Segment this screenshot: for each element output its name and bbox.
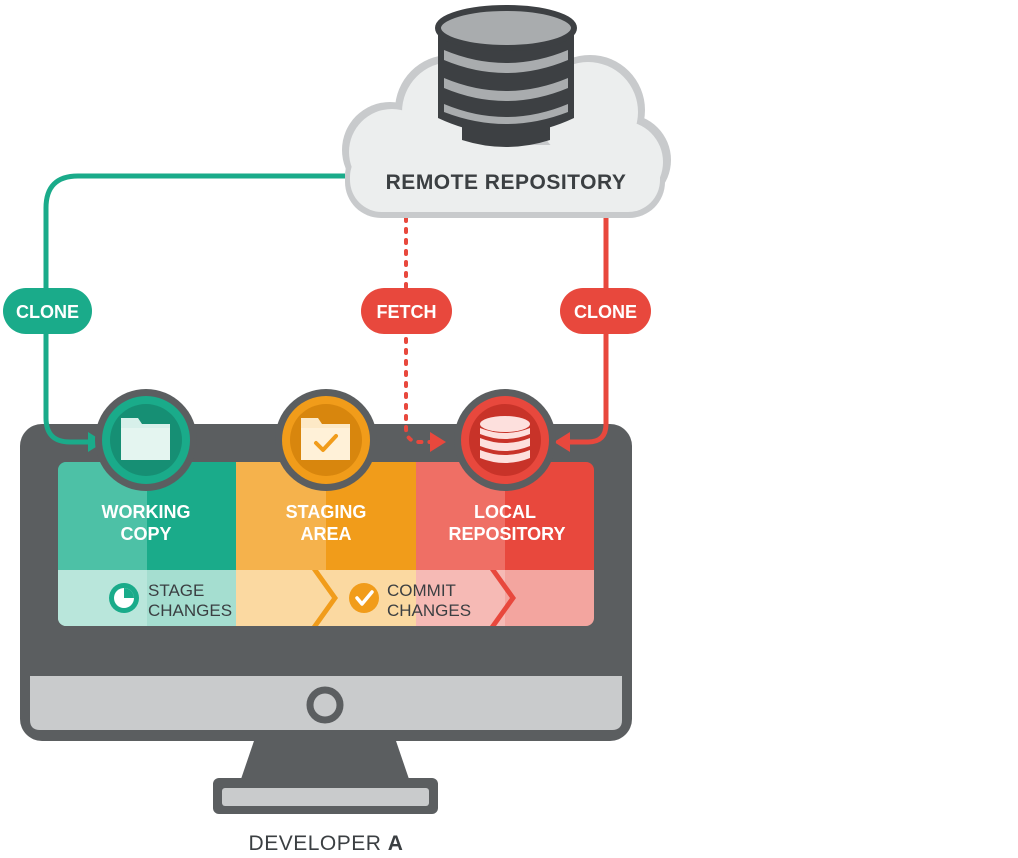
local-repository-label-line1: LOCAL <box>474 502 536 522</box>
remote-database-icon <box>435 5 577 147</box>
stage-pie-icon <box>109 583 139 613</box>
stage-changes-line2: CHANGES <box>148 601 232 620</box>
stage-changes-line1: STAGE <box>148 581 204 600</box>
staging-area-label-line2: AREA <box>300 524 351 544</box>
fetch-line-dotted <box>404 216 434 444</box>
folder-check-icon <box>301 418 350 460</box>
monitor-chin <box>30 676 622 730</box>
commit-changes-line1: COMMIT <box>387 581 456 600</box>
staging-area-node <box>275 389 377 491</box>
power-button-icon <box>306 686 344 724</box>
developer-name: A <box>388 832 404 855</box>
commit-changes-action: COMMIT CHANGES <box>349 581 471 620</box>
staging-area-label-line1: STAGING <box>286 502 367 522</box>
badge-clone-left: CLONE <box>3 288 92 334</box>
working-copy-label-line1: WORKING <box>102 502 191 522</box>
badge-clone-right: CLONE <box>560 288 651 334</box>
local-repository-node <box>454 389 556 491</box>
database-icon <box>480 416 530 463</box>
clone-line-red <box>566 216 609 445</box>
remote-repository-cloud: REMOTE REPOSITORY <box>342 5 671 218</box>
monitor-stand <box>240 738 410 782</box>
developer-label: DEVELOPER A <box>249 832 404 855</box>
fetch-arrowhead <box>430 432 446 452</box>
commit-changes-line2: CHANGES <box>387 601 471 620</box>
badge-fetch: FETCH <box>361 288 452 334</box>
commit-check-icon <box>349 583 379 613</box>
local-repository-label-line2: REPOSITORY <box>448 524 565 544</box>
working-copy-label-line2: COPY <box>120 524 171 544</box>
working-copy-node <box>95 389 197 491</box>
clone-arrowhead-red <box>554 432 570 452</box>
stage-arrow-chevron <box>312 570 338 626</box>
stage-changes-action: STAGE CHANGES <box>109 581 232 620</box>
svg-text:FETCH: FETCH <box>377 302 437 322</box>
developer-prefix: DEVELOPER <box>249 832 388 855</box>
svg-text:CLONE: CLONE <box>574 302 637 322</box>
commit-arrow-chevron <box>490 570 516 626</box>
svg-text:CLONE: CLONE <box>16 302 79 322</box>
remote-repository-label: REMOTE REPOSITORY <box>386 171 627 194</box>
folder-icon <box>121 418 170 460</box>
